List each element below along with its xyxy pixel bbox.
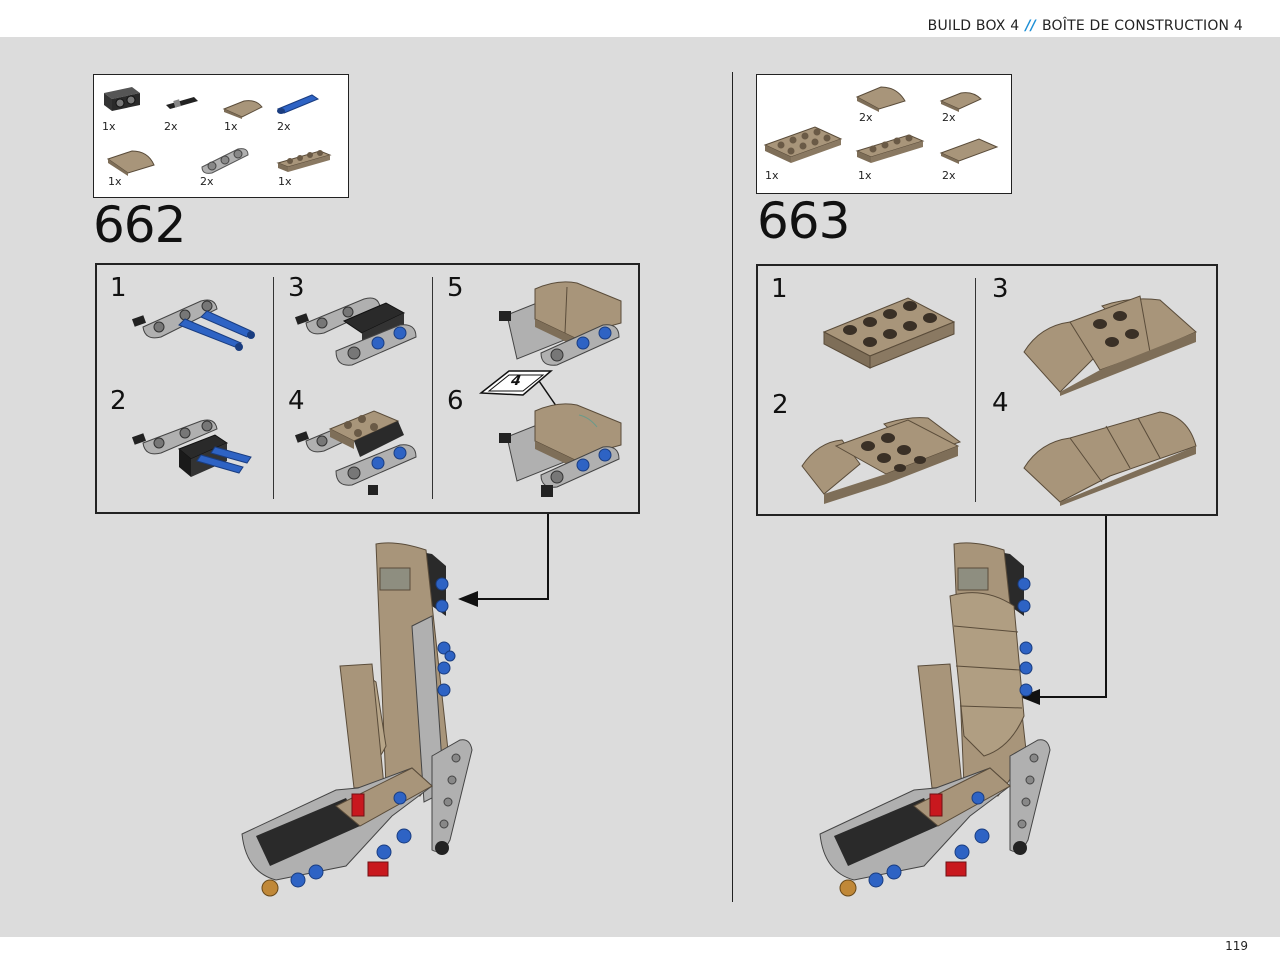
main-assembly-663 — [814, 536, 1054, 906]
substep-label: 5 — [447, 273, 464, 303]
substep-label: 2 — [772, 390, 789, 420]
substep-2-assembly — [131, 415, 255, 485]
substep-label: 6 — [447, 386, 464, 416]
substep-1-assembly — [131, 295, 255, 365]
substep-label: 2 — [110, 386, 127, 416]
substep-3-assembly — [294, 293, 424, 375]
tan-plate-1x4-icon — [855, 133, 925, 165]
part-qty: 1x — [102, 120, 116, 133]
blue-pin-icon — [276, 93, 320, 115]
callout-line — [1036, 696, 1107, 698]
step-number-662: 662 — [93, 196, 186, 254]
header-separator: // — [1025, 18, 1036, 34]
substep-5-assembly — [497, 279, 627, 379]
tan-curved-slope-icon — [855, 83, 907, 113]
part-qty: 1x — [108, 175, 122, 188]
tan-curved-slope-small-icon — [939, 89, 983, 113]
substep-divider — [273, 277, 274, 499]
substep-label: 1 — [771, 274, 788, 304]
callout-line — [547, 514, 549, 600]
substep-label: 3 — [992, 274, 1009, 304]
page-header: BUILD BOX 4 // BOÎTE DE CONSTRUCTION 4 — [0, 0, 1280, 37]
substep-1-plate — [820, 294, 956, 380]
substep-label: 4 — [288, 386, 305, 416]
substep-label: 3 — [288, 273, 305, 303]
part-qty: 2x — [200, 175, 214, 188]
substep-6-assembly — [497, 401, 627, 501]
parts-list-662: 1x 2x 1x 2x 1x 2x — [93, 74, 349, 198]
header-boite: BOÎTE DE CONSTRUCTION 4 — [1041, 18, 1243, 34]
substep-label: 1 — [110, 273, 127, 303]
black-axle-pin-icon — [164, 95, 200, 111]
substep-3-plate — [1020, 295, 1200, 396]
part-qty: 1x — [858, 169, 872, 182]
substep-2-plate — [798, 412, 968, 504]
tan-curved-slope-icon — [222, 97, 264, 119]
step-number-663: 663 — [757, 192, 850, 250]
callout-arrow — [1020, 689, 1040, 705]
substep-box-663: 1 2 3 4 — [756, 264, 1218, 516]
part-qty: 1x — [278, 175, 292, 188]
part-qty: 2x — [942, 169, 956, 182]
callout-line — [475, 598, 549, 600]
tan-curved-slope-large-icon — [106, 147, 156, 177]
part-qty: 1x — [224, 120, 238, 133]
substep-divider — [432, 277, 433, 499]
part-qty: 1x — [765, 169, 779, 182]
substep-4-plate — [1020, 410, 1200, 506]
callout-line — [1105, 516, 1107, 698]
tan-tile-2x4-icon — [939, 135, 999, 165]
page-footer — [0, 937, 1280, 974]
header-build-box: BUILD BOX 4 — [927, 18, 1020, 34]
page-number: 119 — [1225, 939, 1248, 953]
tan-plate-2x4-icon — [763, 123, 843, 169]
substep-label: 4 — [992, 388, 1009, 418]
page-divider — [732, 72, 733, 902]
header-title: BUILD BOX 4 // BOÎTE DE CONSTRUCTION 4 — [928, 18, 1243, 34]
main-assembly-662 — [236, 536, 476, 906]
callout-arrow — [458, 591, 478, 607]
substep-divider — [975, 278, 976, 502]
substep-4-assembly — [294, 405, 424, 501]
sticker-callout: 4 — [478, 369, 563, 419]
gray-technic-beam-3-icon — [198, 145, 252, 177]
part-qty: 2x — [859, 111, 873, 124]
part-qty: 2x — [277, 120, 291, 133]
dark-gray-technic-brick-icon — [102, 85, 142, 113]
tan-plate-1x4-icon — [276, 149, 332, 175]
part-qty: 2x — [164, 120, 178, 133]
substep-box-662: 1 2 3 4 5 6 — [95, 263, 640, 514]
part-qty: 2x — [942, 111, 956, 124]
parts-list-663: 2x 2x 1x 1x 2x — [756, 74, 1012, 194]
